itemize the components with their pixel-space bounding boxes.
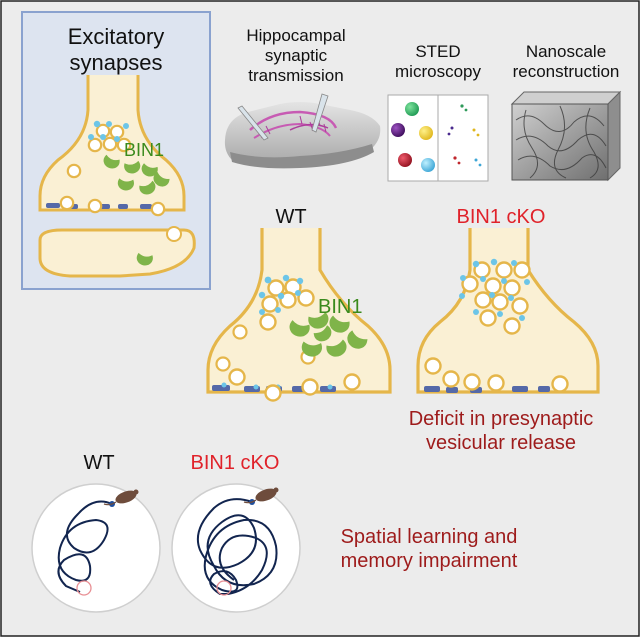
hippocampal-line3: transmission (248, 66, 344, 86)
wt-synapse-label: WT (275, 206, 307, 228)
inset-title-line1: Excitatory (67, 24, 165, 49)
wt-bin1-label: BIN1 (318, 296, 363, 318)
wt-water-maze (31, 483, 161, 613)
cko-vesicle-cluster (459, 258, 531, 335)
deficit-line1: Deficit in presynaptic (408, 408, 594, 430)
hippocampal-line1: Hippocampal (246, 26, 346, 45)
maze-cko-label: BIN1 cKO (190, 452, 280, 474)
sted-line1: STED (415, 42, 461, 61)
nano-line2: reconstruction (512, 62, 620, 82)
sted-line2: microscopy (395, 62, 481, 82)
wt-mouse-icon (103, 489, 139, 506)
inset-presynaptic-terminal (38, 75, 186, 217)
sted-caption: STED microscopy (380, 42, 496, 82)
inset-title-line2: synapses (69, 49, 163, 75)
cko-synapse-label: BIN1 cKO (456, 206, 546, 228)
behavior-line1: Spatial learning and (340, 526, 518, 548)
behavior-line2: memory impairment (340, 549, 518, 572)
deficit-caption: Deficit in presynaptic vesicular release (394, 408, 608, 455)
cko-mouse-icon (243, 487, 279, 504)
inset-bin1-label: BIN1 (124, 140, 165, 160)
inset-title: Excitatory synapses (22, 24, 210, 76)
wt-presynaptic-terminal (206, 228, 392, 402)
nanoscale-cube-panel (510, 90, 622, 182)
nano-caption: Nanoscale reconstruction (500, 42, 632, 82)
cko-presynaptic-terminal (416, 228, 600, 394)
inset-vesicle-cluster (87, 120, 132, 153)
nano-line1: Nanoscale (525, 42, 607, 61)
sted-microscopy-panel (387, 94, 489, 182)
deficit-line2: vesicular release (425, 431, 577, 454)
maze-wt-label: WT (83, 452, 115, 474)
hippocampal-line2: synaptic (264, 46, 328, 66)
hippocampus-slice-illustration (224, 93, 381, 169)
wt-vesicle-cluster (258, 274, 315, 331)
inset-postsynaptic-spine (38, 226, 196, 278)
cko-water-maze (171, 483, 301, 613)
hippocampal-caption: Hippocampal synaptic transmission (226, 26, 366, 86)
behavior-caption: Spatial learning and memory impairment (322, 526, 536, 573)
